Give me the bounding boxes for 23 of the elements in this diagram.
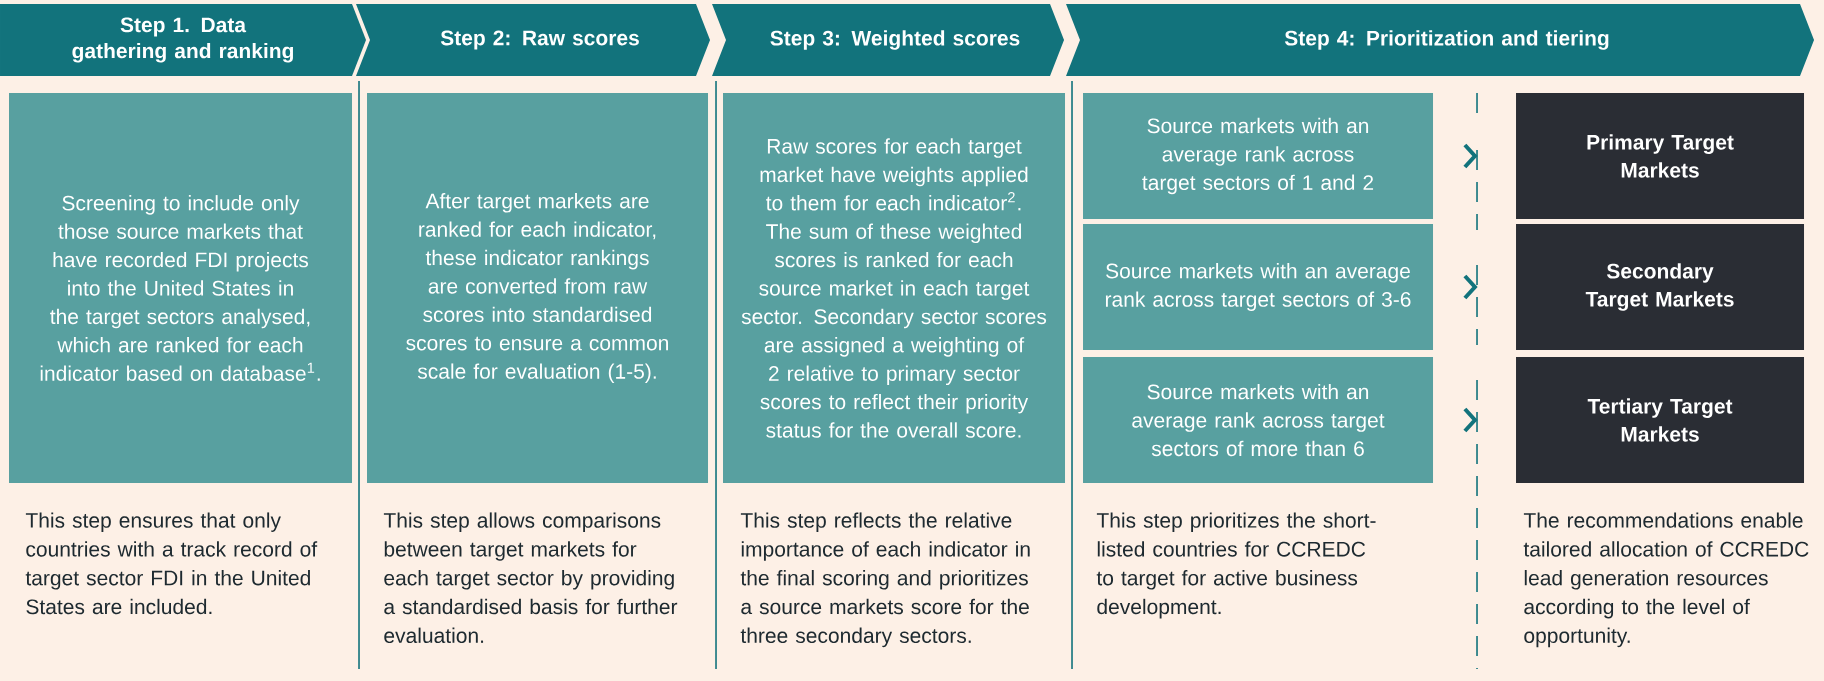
chevron-arrow xyxy=(1463,407,1478,433)
node-label: Step 1. Data gathering and ranking xyxy=(72,17,294,63)
step-note: This step reflects the relative importance of each indicator in the final scoring and prioritizes a source markets score for the three secondary sectors. xyxy=(740,512,1030,648)
step-box: Source markets with an average rank across target sectors of more than 6 xyxy=(1083,357,1433,483)
step-box: Raw scores for each target market have weights applied to them for each indicator$^{2}$. The sum of these weighted scores is ranked for each source market in each target sector. Secondary sector scores are assigned a weighting of 2 relative to primary sector scores to reflect their priority status for the overall score. xyxy=(723,93,1065,483)
step-header: Step 4: Prioritization and tiering xyxy=(1066,4,1814,76)
node-label: Step 2: Raw scores xyxy=(440,30,639,50)
step-header: Step 1. Data gathering and ranking xyxy=(0,4,366,76)
step-note: The recommendations enable tailored allocation of CCREDC lead generation resources according to the level of opportunity. xyxy=(1523,512,1809,648)
step-note: This step ensures that only countries with a track record of target sector FDI in the United States are included. xyxy=(25,512,318,615)
step-note: This step prioritizes the short-listed countries for CCREDC to target for active business development. xyxy=(1096,512,1376,619)
tier-box: Tertiary Target Markets xyxy=(1516,357,1804,483)
step-header: Step 3: Weighted scores xyxy=(712,4,1064,76)
step-box: Source markets with an average rank across target sectors of 1 and 2 xyxy=(1083,93,1433,219)
step-header: Step 2: Raw scores xyxy=(356,4,710,76)
tier-box: Primary Target Markets xyxy=(1516,93,1804,219)
chevron-arrow xyxy=(1463,274,1478,300)
step-box: After target markets are ranked for each indicator, these indicator rankings are converted from raw scores into standardised scores to ensure a common scale for evaluation (1-5). xyxy=(367,93,708,483)
chevron-arrow xyxy=(1463,143,1478,169)
tier-box: Secondary Target Markets xyxy=(1516,224,1804,350)
step-note: This step allows comparisons between target markets for each target sector by providing a standardised basis for further evaluation. xyxy=(383,512,678,644)
step-box: Screening to include only those source markets that have recorded FDI projects into the United States in the target sectors analysed, which are ranked for each indicator based on database$^{1}$. xyxy=(9,93,352,483)
step-box: Source markets with an average rank across target sectors of 3-6 xyxy=(1083,224,1433,350)
